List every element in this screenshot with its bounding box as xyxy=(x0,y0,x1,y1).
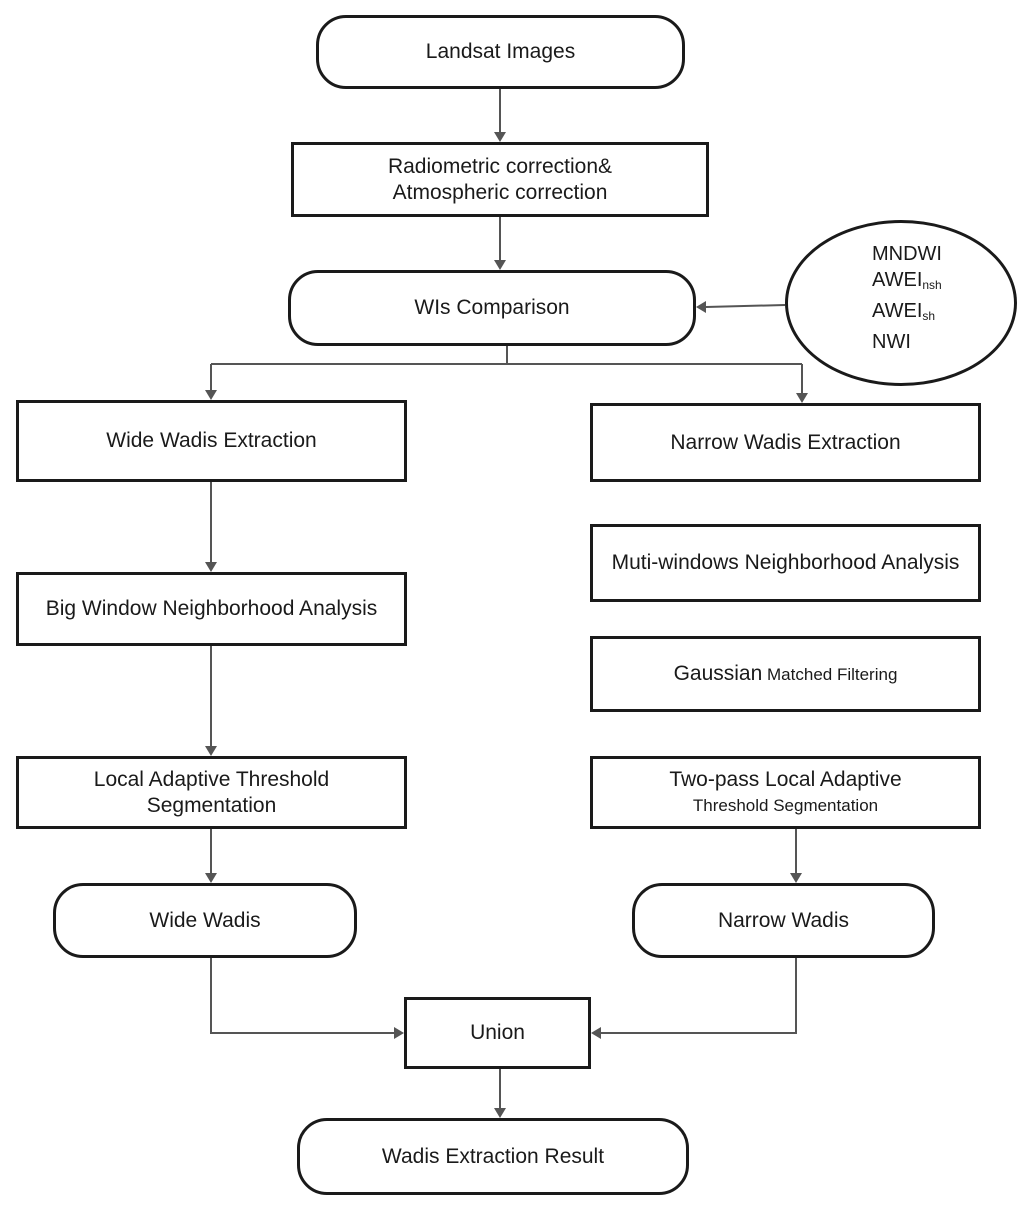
node-label: Gaussian Matched Filtering xyxy=(673,661,898,685)
line-narrow-wadis-to-union xyxy=(601,958,797,1034)
node-landsat-images: Landsat Images xyxy=(316,15,685,89)
arrowhead xyxy=(205,873,217,883)
index-item: AWEIsh xyxy=(872,300,936,323)
arrowhead xyxy=(591,1027,601,1039)
line-wide-wadis-to-union xyxy=(210,958,394,1034)
arrowhead xyxy=(494,132,506,142)
node-water-indices: MNDWI AWEInsh AWEIsh NWI xyxy=(785,220,1017,386)
node-big-window-analysis: Big Window Neighborhood Analysis xyxy=(16,572,407,646)
node-label: Wadis Extraction Result xyxy=(381,1144,605,1168)
node-label: Wide Wadis Extraction xyxy=(106,429,317,452)
node-union: Union xyxy=(404,997,591,1069)
node-wide-wadis: Wide Wadis xyxy=(53,883,357,958)
node-narrow-wadis-extraction: Narrow Wadis Extraction xyxy=(590,403,981,482)
node-label: Big Window Neighborhood Analysis xyxy=(45,597,378,620)
arrow-indices-to-wis xyxy=(705,304,786,308)
node-local-adaptive-threshold: Local Adaptive Threshold Segmentation xyxy=(16,756,407,829)
arrowhead xyxy=(205,746,217,756)
node-wide-wadis-extraction: Wide Wadis Extraction xyxy=(16,400,407,482)
node-narrow-wadis: Narrow Wadis xyxy=(632,883,935,958)
index-item: NWI xyxy=(872,331,911,353)
node-label: Narrow Wadis xyxy=(717,908,850,932)
node-muti-windows-analysis: Muti-windows Neighborhood Analysis xyxy=(590,524,981,602)
arrowhead xyxy=(394,1027,404,1039)
node-label: Wide Wadis xyxy=(149,908,261,932)
node-extraction-result: Wadis Extraction Result xyxy=(297,1118,689,1195)
node-wis-comparison: WIs Comparison xyxy=(288,270,696,346)
arrowhead xyxy=(494,1108,506,1118)
node-label: Muti-windows Neighborhood Analysis xyxy=(611,551,960,574)
node-correction: Radiometric correction& Atmospheric corr… xyxy=(291,142,709,217)
arrowhead xyxy=(696,301,706,313)
node-label-line1: Two-pass Local Adaptive xyxy=(669,767,902,791)
arrowhead xyxy=(205,390,217,400)
node-label-line1: Local Adaptive Threshold xyxy=(93,767,330,791)
node-label-line1: Radiometric correction& xyxy=(387,154,613,178)
node-gaussian-filtering: Gaussian Matched Filtering xyxy=(590,636,981,712)
arrowhead xyxy=(494,260,506,270)
index-item: AWEInsh xyxy=(872,269,942,292)
indices-list: MNDWI AWEInsh AWEIsh NWI xyxy=(872,241,942,355)
index-item: MNDWI xyxy=(872,243,942,265)
node-label: WIs Comparison xyxy=(414,296,570,319)
node-label-line2: Atmospheric correction xyxy=(392,180,608,204)
arrowhead xyxy=(205,562,217,572)
node-two-pass-threshold: Two-pass Local Adaptive Threshold Segmen… xyxy=(590,756,981,829)
node-label: Union xyxy=(470,1021,525,1044)
node-label-line2: Segmentation xyxy=(146,793,277,817)
node-label: Landsat Images xyxy=(425,40,576,63)
node-label: Narrow Wadis Extraction xyxy=(670,430,901,454)
arrowhead xyxy=(790,873,802,883)
arrowhead xyxy=(796,393,808,403)
node-label-line2: Threshold Segmentation xyxy=(692,795,879,815)
